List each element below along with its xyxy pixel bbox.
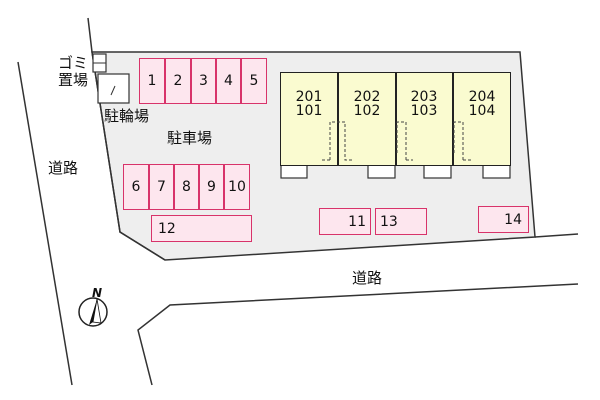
parking-space-14: 14 [478, 206, 529, 233]
parking-space-13: 13 [375, 208, 427, 235]
unit-block-202-102 [338, 72, 396, 166]
unit-202-label: 202 [353, 89, 381, 105]
unit-103-label: 103 [410, 103, 438, 119]
parking-space-10: 10 [224, 164, 250, 210]
parking-space-3: 3 [191, 58, 216, 104]
unit-204-label: 204 [468, 89, 496, 105]
parking-space-11: 11 [319, 208, 371, 235]
parking-space-4: 4 [216, 58, 241, 104]
gomi-label-line1: ゴミ [58, 54, 89, 72]
unit-201-label: 201 [295, 89, 323, 105]
unit-102-label: 102 [353, 103, 381, 119]
gomi-label-line2: 置場 [58, 71, 89, 89]
unit-203-label: 203 [410, 89, 438, 105]
parking-space-2: 2 [165, 58, 191, 104]
unit-block-203-103 [396, 72, 453, 166]
bicycle-parking-label: 駐輪場 [104, 107, 150, 125]
road-left-label: 道路 [48, 159, 79, 177]
road-bottom-edge-upper [534, 233, 579, 238]
unit-block-204-104 [453, 72, 511, 166]
parking-space-12: 12 [151, 215, 252, 242]
compass-icon [78, 297, 108, 327]
unit-101-label: 101 [295, 103, 323, 119]
parking-space-1: 1 [139, 58, 165, 104]
parking-space-7: 7 [149, 164, 174, 210]
road-bottom-label: 道路 [352, 269, 383, 287]
road-left-edge-outer [17, 61, 73, 386]
parking-space-9: 9 [199, 164, 224, 210]
road-left-edge-inner [87, 17, 166, 261]
road-bottom-edge-lower [137, 283, 579, 386]
parking-space-6: 6 [123, 164, 149, 210]
unit-104-label: 104 [468, 103, 496, 119]
parking-space-5: 5 [241, 58, 267, 104]
unit-block-201-101 [280, 72, 338, 166]
parking-space-8: 8 [174, 164, 199, 210]
compass-n-label: N [92, 286, 103, 300]
car-parking-label: 駐車場 [167, 129, 213, 147]
